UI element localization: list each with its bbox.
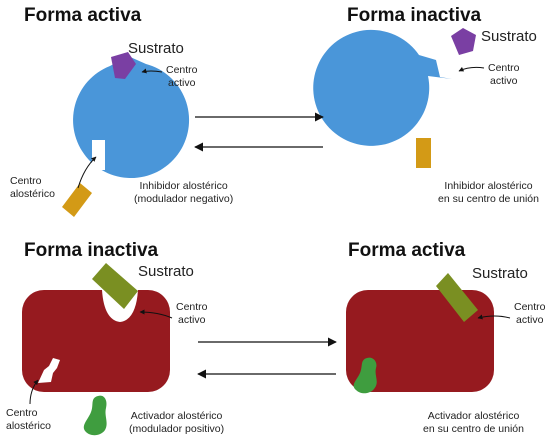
top-left-active-site-label: Centro activo bbox=[166, 64, 198, 89]
bottom-left-active-site-label: Centro activo bbox=[176, 301, 208, 326]
bottom-right-enzyme bbox=[346, 290, 494, 392]
top-left-inhibitor bbox=[62, 183, 92, 217]
top-right-substrate-label: Sustrato bbox=[481, 28, 537, 45]
top-right-effector-label: Inhibidor alostérico en su centro de uni… bbox=[438, 180, 539, 205]
bottom-left-effector-label: Activador alostérico (modulador positivo… bbox=[129, 410, 225, 435]
top-left-substrate bbox=[111, 52, 136, 79]
top-right-title: Forma inactiva bbox=[347, 5, 482, 26]
bottom-left-substrate bbox=[92, 263, 138, 309]
bottom-left-title: Forma inactiva bbox=[24, 240, 159, 261]
top-right-enzyme bbox=[313, 29, 452, 168]
top-left-allosteric-site-label: Centro alostérico bbox=[10, 175, 55, 200]
top-left-allosteric-pointer bbox=[77, 156, 97, 189]
bottom-right-active-site-label: Centro activo bbox=[514, 301, 546, 326]
bottom-right-title: Forma activa bbox=[348, 240, 466, 261]
bottom-left-substrate-label: Sustrato bbox=[138, 263, 194, 280]
bottom-left-active-site-pointer bbox=[139, 309, 173, 319]
bottom-right-substrate bbox=[436, 273, 478, 322]
top-right-active-site-label: Centro activo bbox=[488, 62, 520, 87]
top-left-enzyme bbox=[73, 56, 190, 179]
top-right-bound-inhibitor bbox=[416, 138, 431, 168]
top-right-substrate bbox=[451, 28, 476, 55]
bottom-right-substrate-label: Sustrato bbox=[472, 265, 528, 282]
top-left-title: Forma activa bbox=[24, 5, 142, 26]
top-left-effector-label: Inhibidor alostérico (modulador negativo… bbox=[134, 180, 234, 205]
bottom-left-allosteric-pointer bbox=[29, 379, 39, 405]
bottom-right-bound-activator bbox=[353, 357, 377, 394]
top-left-active-site-pointer bbox=[141, 68, 163, 74]
bottom-right-effector-label: Activador alostérico en su centro de uni… bbox=[423, 410, 524, 435]
bottom-right-active-site-pointer bbox=[477, 314, 511, 320]
bottom-left-activator bbox=[83, 395, 107, 436]
top-left-substrate-label: Sustrato bbox=[128, 40, 184, 57]
bottom-left-allosteric-site-label: Centro alostérico bbox=[6, 407, 51, 432]
bottom-left-enzyme bbox=[22, 290, 170, 392]
top-right-active-site-pointer bbox=[458, 66, 485, 72]
